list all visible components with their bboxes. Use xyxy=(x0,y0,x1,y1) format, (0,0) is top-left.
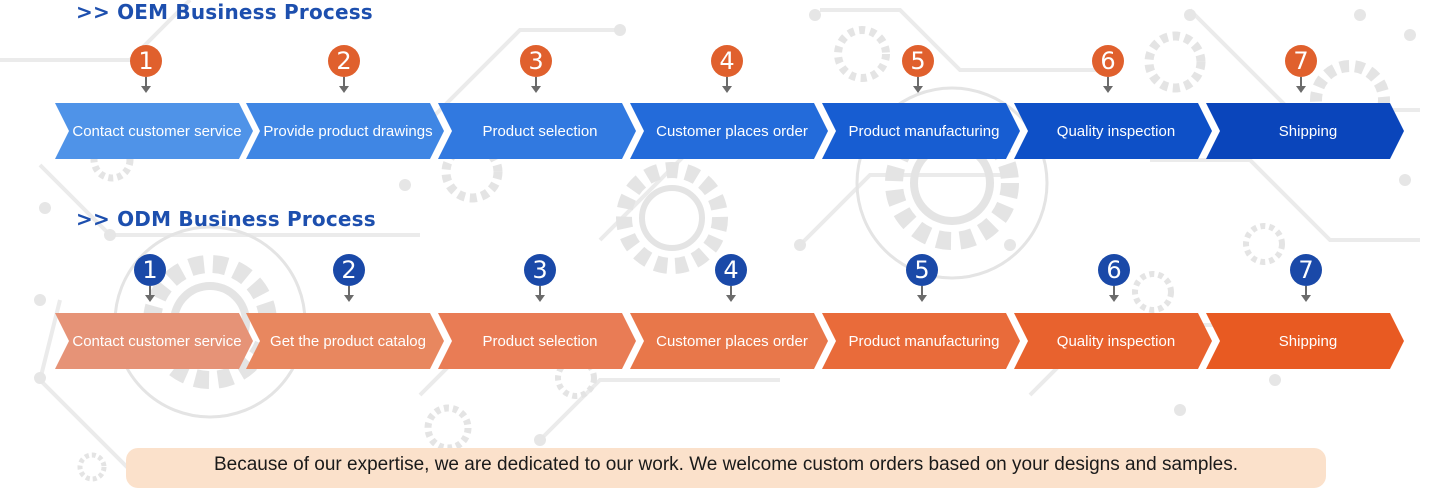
oem-step-number-3: 3 xyxy=(520,45,552,77)
pointer-stem xyxy=(535,77,537,88)
arrow-down-icon xyxy=(726,295,736,302)
oem-step-1: Contact customer service xyxy=(55,103,253,159)
odm-step-marker-7: 7 xyxy=(1290,254,1322,302)
oem-section-title: >> OEM Business Process xyxy=(76,0,373,24)
pointer-stem xyxy=(539,286,541,297)
odm-step-marker-2: 2 xyxy=(333,254,365,302)
arrow-down-icon xyxy=(145,295,155,302)
banner-text: Because of our expertise, we are dedicat… xyxy=(213,454,1239,475)
pointer-stem xyxy=(145,77,147,88)
odm-step-number-1: 1 xyxy=(134,254,166,286)
odm-step-number-3: 3 xyxy=(524,254,556,286)
odm-step-label: Contact customer service xyxy=(72,332,242,350)
oem-step-number-2: 2 xyxy=(328,45,360,77)
arrow-down-icon xyxy=(535,295,545,302)
pointer-stem xyxy=(921,286,923,297)
odm-step-4: Customer places order xyxy=(630,313,828,369)
oem-step-marker-3: 3 xyxy=(520,45,552,93)
odm-step-label: Get the product catalog xyxy=(270,332,426,350)
arrow-down-icon xyxy=(722,86,732,93)
oem-step-marker-4: 4 xyxy=(711,45,743,93)
odm-step-3: Product selection xyxy=(438,313,636,369)
oem-step-4: Customer places order xyxy=(630,103,828,159)
expertise-banner: Because of our expertise, we are dedicat… xyxy=(126,448,1326,488)
oem-step-marker-7: 7 xyxy=(1285,45,1317,93)
odm-step-label: Product selection xyxy=(482,332,598,350)
pointer-stem xyxy=(1107,77,1109,88)
oem-step-label: Quality inspection xyxy=(1056,122,1176,140)
oem-step-label: Shipping xyxy=(1278,122,1338,140)
pointer-stem xyxy=(1113,286,1115,297)
oem-step-number-7: 7 xyxy=(1285,45,1317,77)
pointer-stem xyxy=(149,286,151,297)
arrow-down-icon xyxy=(1301,295,1311,302)
arrow-down-icon xyxy=(1296,86,1306,93)
odm-step-number-7: 7 xyxy=(1290,254,1322,286)
pointer-stem xyxy=(917,77,919,88)
arrow-down-icon xyxy=(531,86,541,93)
odm-step-marker-4: 4 xyxy=(715,254,747,302)
odm-step-1: Contact customer service xyxy=(55,313,253,369)
odm-step-marker-3: 3 xyxy=(524,254,556,302)
odm-step-marker-6: 6 xyxy=(1098,254,1130,302)
arrow-down-icon xyxy=(913,86,923,93)
pointer-stem xyxy=(1300,77,1302,88)
oem-step-5: Product manufacturing xyxy=(822,103,1020,159)
pointer-stem xyxy=(726,77,728,88)
oem-step-number-5: 5 xyxy=(902,45,934,77)
arrow-down-icon xyxy=(917,295,927,302)
oem-step-label: Contact customer service xyxy=(72,122,242,140)
odm-step-2: Get the product catalog xyxy=(246,313,444,369)
oem-step-marker-5: 5 xyxy=(902,45,934,93)
pointer-stem xyxy=(1305,286,1307,297)
arrow-down-icon xyxy=(344,295,354,302)
pointer-stem xyxy=(343,77,345,88)
odm-step-number-2: 2 xyxy=(333,254,365,286)
oem-step-marker-6: 6 xyxy=(1092,45,1124,93)
arrow-down-icon xyxy=(1109,295,1119,302)
oem-step-label: Provide product drawings xyxy=(263,122,433,140)
odm-step-label: Product manufacturing xyxy=(848,332,1000,350)
oem-step-number-4: 4 xyxy=(711,45,743,77)
oem-step-marker-1: 1 xyxy=(130,45,162,93)
oem-step-label: Customer places order xyxy=(656,122,808,140)
odm-step-marker-1: 1 xyxy=(134,254,166,302)
arrow-down-icon xyxy=(1103,86,1113,93)
odm-step-6: Quality inspection xyxy=(1014,313,1212,369)
odm-section-title: >> ODM Business Process xyxy=(76,207,376,231)
odm-step-label: Shipping xyxy=(1278,332,1338,350)
odm-step-number-6: 6 xyxy=(1098,254,1130,286)
arrow-down-icon xyxy=(339,86,349,93)
pointer-stem xyxy=(348,286,350,297)
odm-step-5: Product manufacturing xyxy=(822,313,1020,369)
odm-step-number-4: 4 xyxy=(715,254,747,286)
oem-step-number-1: 1 xyxy=(130,45,162,77)
pointer-stem xyxy=(730,286,732,297)
oem-step-label: Product selection xyxy=(482,122,598,140)
odm-step-number-5: 5 xyxy=(906,254,938,286)
oem-step-3: Product selection xyxy=(438,103,636,159)
oem-step-2: Provide product drawings xyxy=(246,103,444,159)
arrow-down-icon xyxy=(141,86,151,93)
oem-step-6: Quality inspection xyxy=(1014,103,1212,159)
odm-step-label: Quality inspection xyxy=(1056,332,1176,350)
oem-step-label: Product manufacturing xyxy=(848,122,1000,140)
odm-step-marker-5: 5 xyxy=(906,254,938,302)
odm-step-7: Shipping xyxy=(1206,313,1404,369)
oem-step-marker-2: 2 xyxy=(328,45,360,93)
oem-step-number-6: 6 xyxy=(1092,45,1124,77)
odm-step-label: Customer places order xyxy=(656,332,808,350)
oem-step-7: Shipping xyxy=(1206,103,1404,159)
